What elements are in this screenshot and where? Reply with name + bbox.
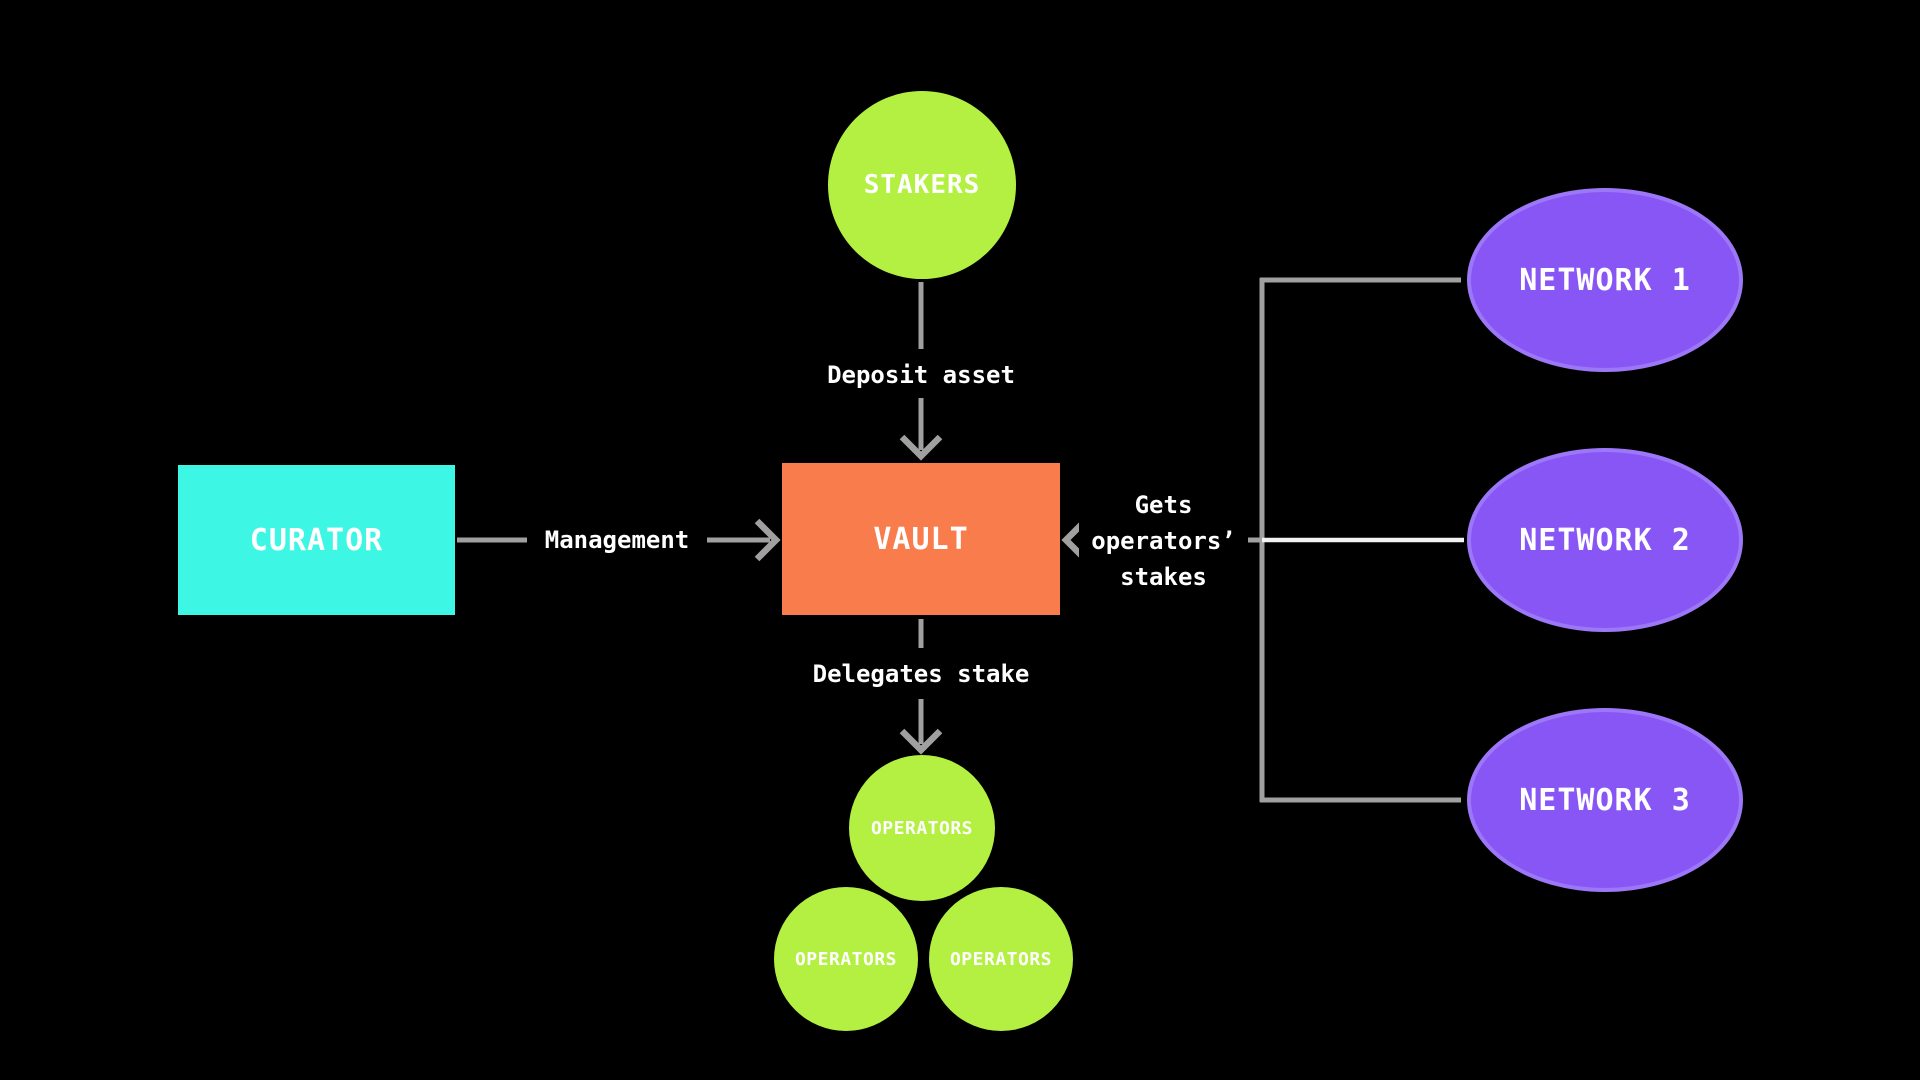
- arrow-right-icon: [754, 518, 781, 562]
- edge-label-management: Management: [527, 517, 707, 563]
- edge-label-gets-operators-stakes: Gets operators’ stakes: [1079, 486, 1248, 596]
- node-curator: CURATOR: [178, 465, 455, 615]
- edge-label-delegates-stake: Delegates stake: [791, 651, 1051, 697]
- node-vault-label: VAULT: [873, 521, 969, 557]
- node-operators-3-label: OPERATORS: [949, 948, 1053, 970]
- node-operators-2: OPERATORS: [774, 887, 918, 1031]
- edge-label-deposit-asset: Deposit asset: [791, 352, 1051, 398]
- node-operators-3: OPERATORS: [929, 887, 1073, 1031]
- edge-label-delegates-stake-text: Delegates stake: [812, 660, 1030, 688]
- arrow-down-icon: [899, 434, 943, 461]
- node-network-2: NETWORK 2: [1467, 448, 1743, 632]
- edge-label-deposit-asset-text: Deposit asset: [827, 361, 1015, 389]
- node-curator-label: CURATOR: [249, 522, 384, 558]
- edge-label-gets-line-1: Gets: [1134, 491, 1193, 519]
- arrow-down-icon: [899, 728, 943, 755]
- node-operators-1: OPERATORS: [849, 755, 995, 901]
- arrow-left-icon: [1061, 518, 1088, 562]
- node-network-1: NETWORK 1: [1467, 188, 1743, 372]
- node-network-3: NETWORK 3: [1467, 708, 1743, 892]
- node-stakers-label: STAKERS: [863, 170, 981, 200]
- edge-label-gets-line-3: stakes: [1120, 563, 1207, 591]
- node-network-3-label: NETWORK 3: [1519, 782, 1691, 818]
- node-stakers: STAKERS: [828, 91, 1016, 279]
- node-operators-1-label: OPERATORS: [870, 817, 974, 839]
- node-network-2-label: NETWORK 2: [1519, 522, 1691, 558]
- node-operators-2-label: OPERATORS: [794, 948, 898, 970]
- edge-label-management-text: Management: [544, 526, 690, 554]
- node-vault: VAULT: [782, 463, 1060, 615]
- node-network-1-label: NETWORK 1: [1519, 262, 1691, 298]
- edge-label-gets-line-2: operators’: [1091, 527, 1236, 555]
